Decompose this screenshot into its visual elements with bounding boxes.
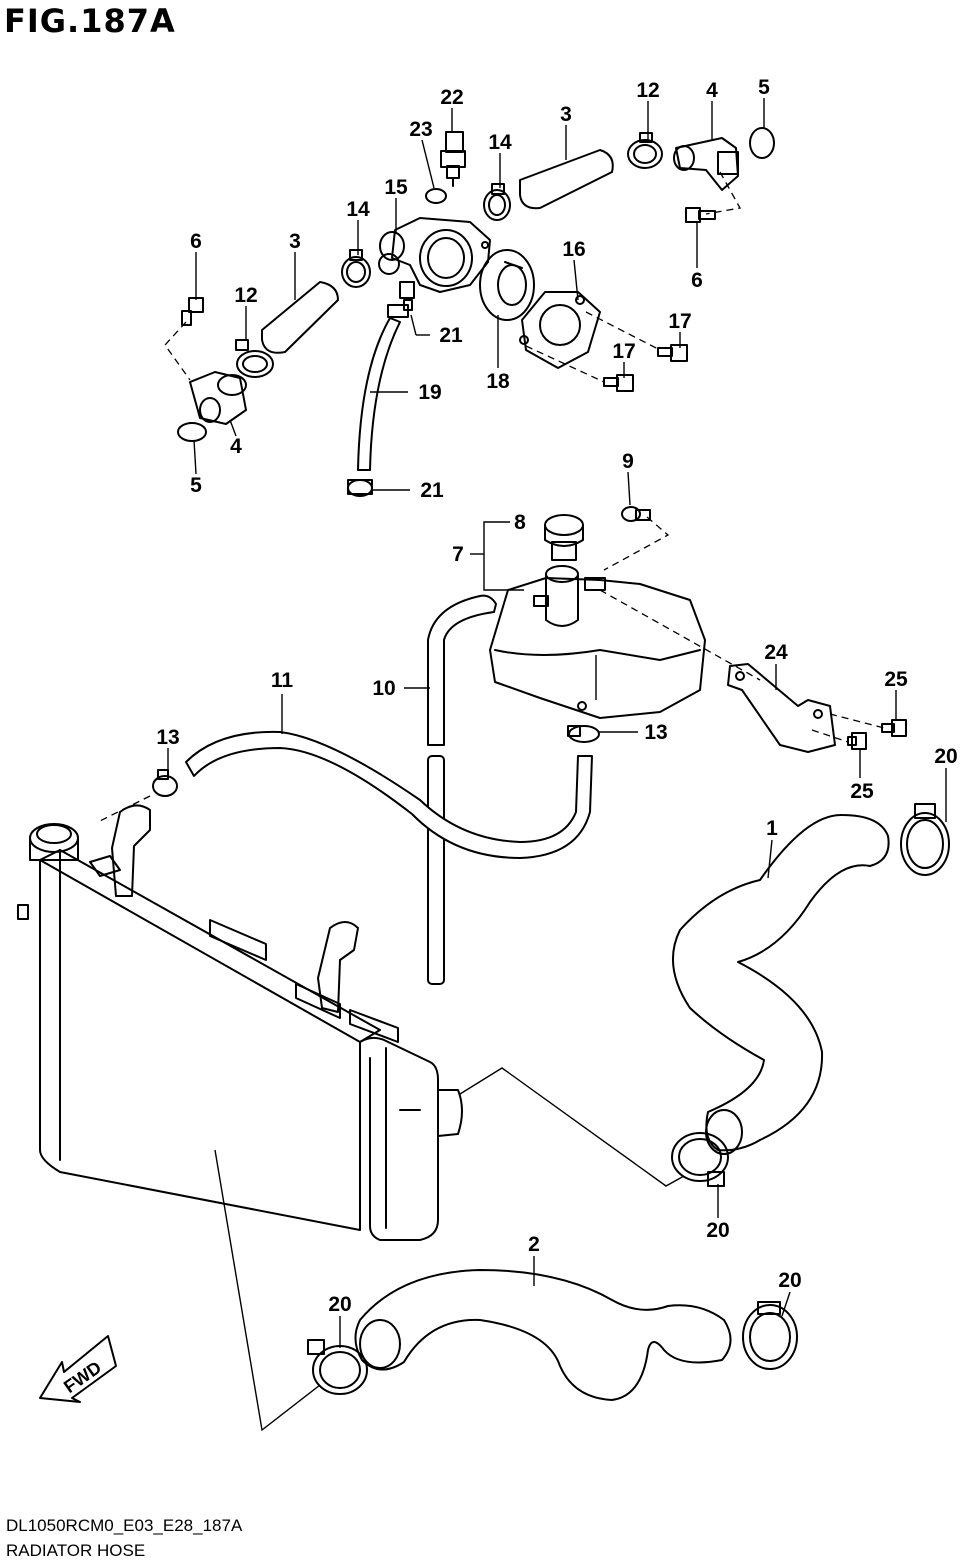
callout-20: 20 — [934, 745, 957, 768]
callout-21: 21 — [420, 479, 444, 502]
callout-12: 12 — [234, 284, 257, 307]
part-16-thermostat-cover — [519, 291, 601, 369]
part-14-clamp-upper — [483, 183, 511, 221]
callout-numbers: 22 23 14 3 12 4 5 15 14 6 3 12 16 6 17 2… — [156, 76, 957, 1316]
callout-1: 1 — [766, 817, 778, 840]
part-15-thermostat-housing — [378, 217, 491, 299]
part-4-fitting-left — [189, 371, 247, 425]
part-25-bolt-lower — [847, 732, 867, 750]
callout-22: 22 — [440, 86, 463, 109]
callout-17: 17 — [668, 310, 691, 333]
callout-20: 20 — [778, 1269, 801, 1292]
callout-15: 15 — [384, 176, 408, 199]
callout-2: 2 — [528, 1233, 540, 1256]
part-5-o-ring-right — [749, 127, 775, 159]
part-8-reservoir-cap — [544, 514, 584, 561]
drawing-code: DL1050RCM0_E03_E28_187A — [6, 1516, 243, 1535]
part-10-overflow-hose — [427, 594, 497, 746]
part-11-siphon-hose — [185, 730, 593, 859]
callout-8: 8 — [514, 511, 526, 534]
part-6-bolt-right — [685, 207, 716, 223]
part-24-bracket — [727, 663, 836, 753]
callout-10: 10 — [372, 677, 395, 700]
part-13-clamp-right — [567, 725, 600, 743]
part-6-bolt-left — [181, 297, 204, 326]
part-10-overflow-hose-lower — [427, 755, 445, 985]
part-3-hose-upper — [519, 149, 614, 210]
part-25-bolt-right — [881, 719, 907, 737]
part-21-clip-upper — [387, 299, 413, 318]
callout-25: 25 — [850, 780, 874, 803]
part-12-clamp-left — [235, 339, 274, 378]
part-4-fitting-right — [673, 137, 739, 191]
callout-13: 13 — [156, 726, 179, 749]
callout-6: 6 — [691, 269, 703, 292]
callout-4: 4 — [230, 435, 242, 458]
part-1-radiator-hose-upper — [671, 813, 890, 1152]
part-7-reservoir-tank — [489, 565, 706, 719]
callout-4: 4 — [706, 79, 718, 102]
callout-19: 19 — [418, 381, 441, 404]
callout-25: 25 — [884, 668, 908, 691]
part-2-radiator-hose-lower — [354, 1269, 732, 1401]
callout-14: 14 — [488, 131, 512, 154]
part-13-clamp-left — [152, 769, 178, 797]
part-19-small-hose — [357, 317, 401, 471]
callout-12: 12 — [636, 79, 659, 102]
part-9-screw — [621, 506, 651, 522]
callout-5: 5 — [758, 76, 770, 99]
part-20-clamp-middle — [671, 1132, 729, 1187]
callout-5: 5 — [190, 474, 202, 497]
callout-20: 20 — [328, 1293, 351, 1316]
leader-lines — [167, 98, 947, 1348]
part-20-clamp-upper-right — [900, 803, 950, 876]
callout-7: 7 — [452, 543, 464, 566]
callout-13: 13 — [644, 721, 667, 744]
part-18-thermostat — [479, 249, 535, 321]
part-17-bolt-upper — [657, 344, 688, 362]
callout-24: 24 — [764, 641, 788, 664]
fwd-arrow-icon: FWD — [39, 1335, 117, 1403]
callout-17: 17 — [612, 340, 635, 363]
callout-14: 14 — [346, 198, 370, 221]
part-14-clamp-lower — [341, 249, 371, 288]
part-22-temperature-sensor — [440, 131, 466, 187]
callout-18: 18 — [486, 370, 510, 393]
callout-3: 3 — [289, 230, 301, 253]
part-5-o-ring-left — [177, 422, 207, 442]
callout-9: 9 — [622, 450, 634, 473]
callout-20: 20 — [706, 1219, 729, 1242]
part-3-hose-lower — [261, 281, 339, 354]
callout-6: 6 — [190, 230, 202, 253]
radiator — [17, 804, 463, 1241]
callout-11: 11 — [271, 669, 294, 692]
callout-16: 16 — [562, 238, 585, 261]
part-17-bolt-lower — [603, 374, 634, 392]
part-23-gasket — [425, 188, 447, 204]
part-12-clamp-right — [627, 132, 663, 169]
figure-title: FIG.187A — [4, 2, 176, 40]
callout-21: 21 — [439, 324, 463, 347]
drawing-name: RADIATOR HOSE — [6, 1541, 146, 1560]
part-21-clip-lower — [347, 479, 373, 497]
callout-3: 3 — [560, 103, 572, 126]
part-20-clamp-lower-right — [742, 1301, 798, 1370]
callout-23: 23 — [409, 118, 432, 141]
